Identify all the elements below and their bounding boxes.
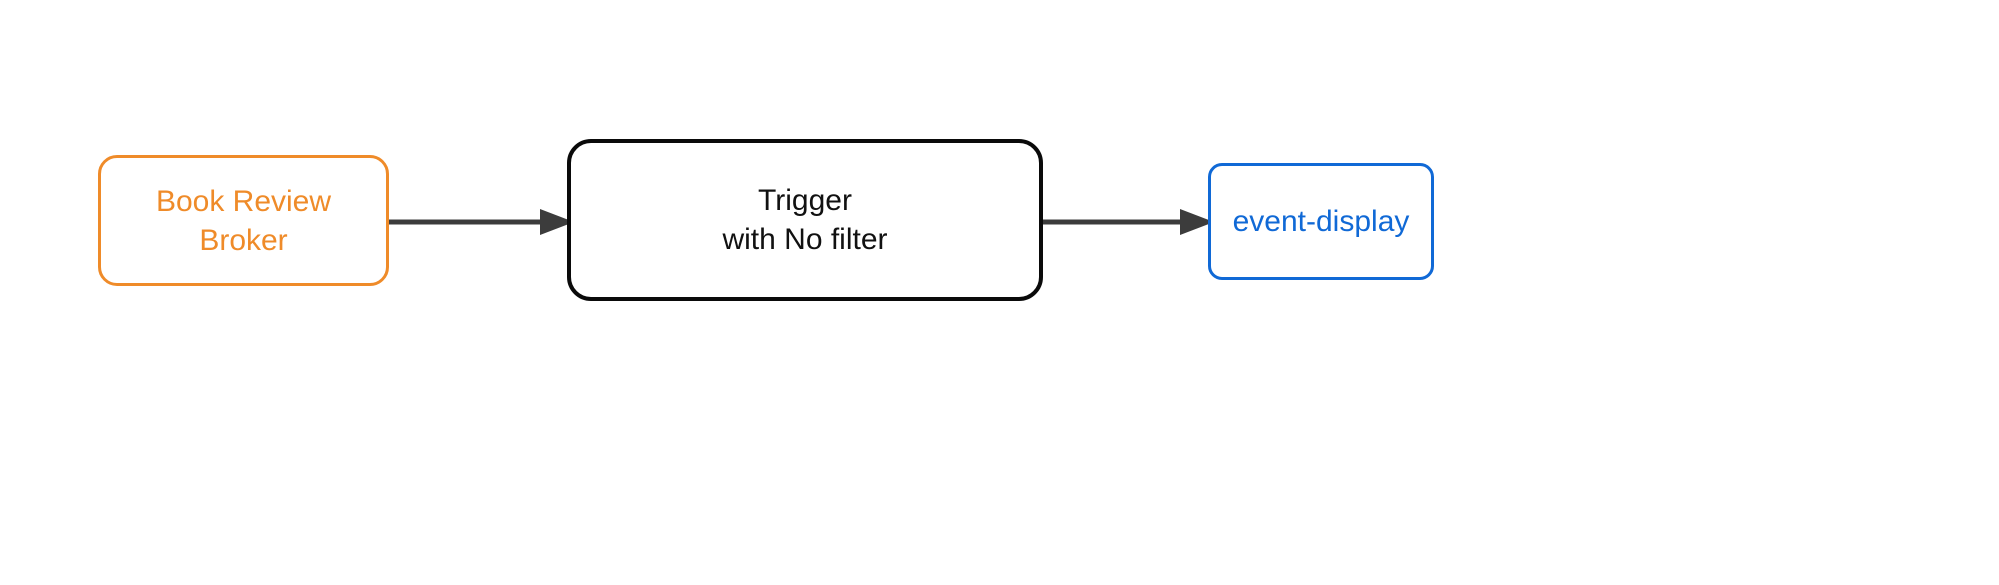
node-label-line-1: Book Review xyxy=(155,184,332,218)
node-label-line-1: event-display xyxy=(1232,205,1410,238)
node-event-display[interactable]: event-display xyxy=(1208,163,1434,280)
node-label-line-2: with No filter xyxy=(722,223,888,256)
arrowhead-icon xyxy=(1180,209,1214,235)
node-book-review-broker[interactable]: Book Review Broker xyxy=(98,155,389,286)
node-label-line-1: Trigger xyxy=(758,184,852,217)
edge-source-to-trigger xyxy=(388,209,574,235)
node-label-line-2: Broker xyxy=(199,223,288,257)
edge-trigger-to-sink xyxy=(1042,209,1214,235)
node-trigger[interactable]: Trigger with No filter xyxy=(567,139,1043,301)
arrowhead-icon xyxy=(540,209,574,235)
